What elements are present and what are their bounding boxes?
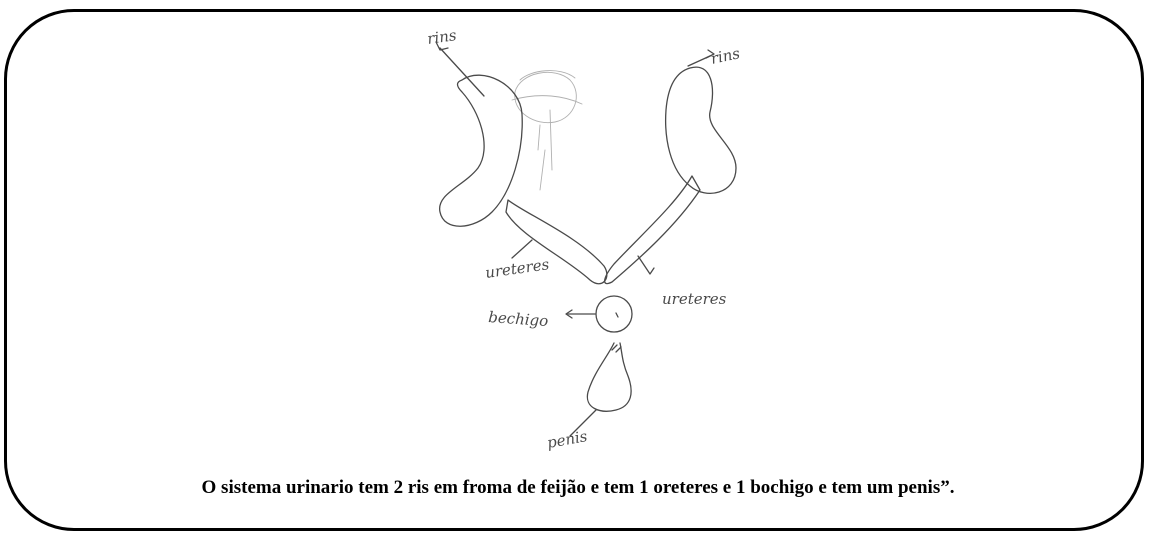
right-ureter-shape [605,176,700,284]
label-bladder: bechigo [488,308,549,330]
right-kidney-outline [666,67,736,193]
penis-scribble [612,345,621,352]
right-ureter-pointer [638,256,654,274]
bladder-dot [616,313,618,317]
left-kidney-outline [440,75,523,226]
penis-shape [587,343,631,411]
label-penis: penis [546,427,589,452]
label-left-ureter: ureteres [484,255,551,282]
label-right-ureter: ureteres [662,290,727,308]
left-ureter-pointer [512,240,532,258]
label-left-kidney: rins [426,26,458,48]
label-right-kidney: rins [709,44,742,68]
caption-text: O sistema urinario tem 2 ris em froma de… [0,477,1156,499]
left-kidney-arrow [440,48,484,96]
bladder-circle [596,296,632,332]
